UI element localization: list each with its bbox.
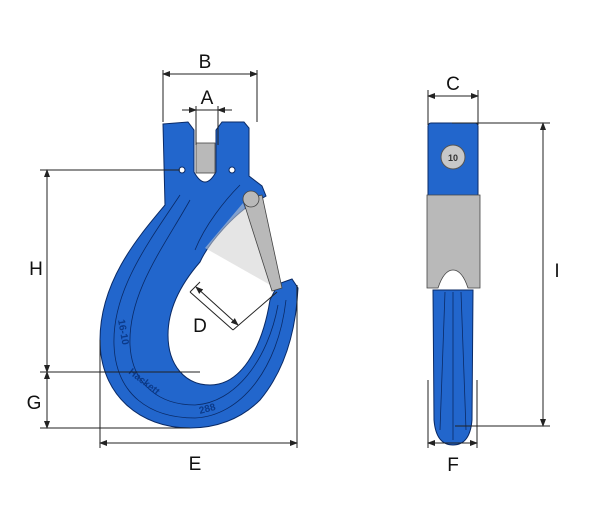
hook-side-view: 10	[426, 122, 481, 446]
dimension-B: B	[162, 52, 258, 122]
stamp-number: 288	[198, 402, 217, 417]
size-badge	[440, 144, 466, 170]
label-D: D	[193, 316, 207, 337]
latch-shadow	[205, 203, 272, 286]
label-H: H	[29, 259, 43, 280]
hook-front-view: 16-10 Hackett 288	[99, 121, 299, 429]
dimension-A: A	[182, 88, 232, 145]
label-B: B	[199, 52, 212, 73]
dimension-I: I	[452, 122, 560, 427]
label-F: F	[447, 455, 459, 476]
dimension-G: G	[27, 371, 190, 429]
latch-pivot	[242, 190, 260, 208]
label-I: I	[554, 261, 559, 282]
pin-hole-right	[228, 166, 236, 174]
side-latch-plate	[426, 194, 481, 289]
dimension-H: H	[29, 169, 200, 373]
dimension-E: E	[99, 285, 298, 475]
dimension-F: F	[427, 380, 478, 476]
stamp-size-code: 16-10	[115, 319, 130, 347]
size-badge-text: 10	[448, 153, 458, 163]
label-G: G	[27, 393, 42, 414]
label-A: A	[201, 88, 214, 109]
slot-insert	[195, 142, 216, 174]
dimension-D: D	[189, 281, 278, 337]
dimension-C: C	[427, 74, 479, 125]
label-C: C	[446, 74, 460, 95]
label-E: E	[189, 454, 202, 475]
